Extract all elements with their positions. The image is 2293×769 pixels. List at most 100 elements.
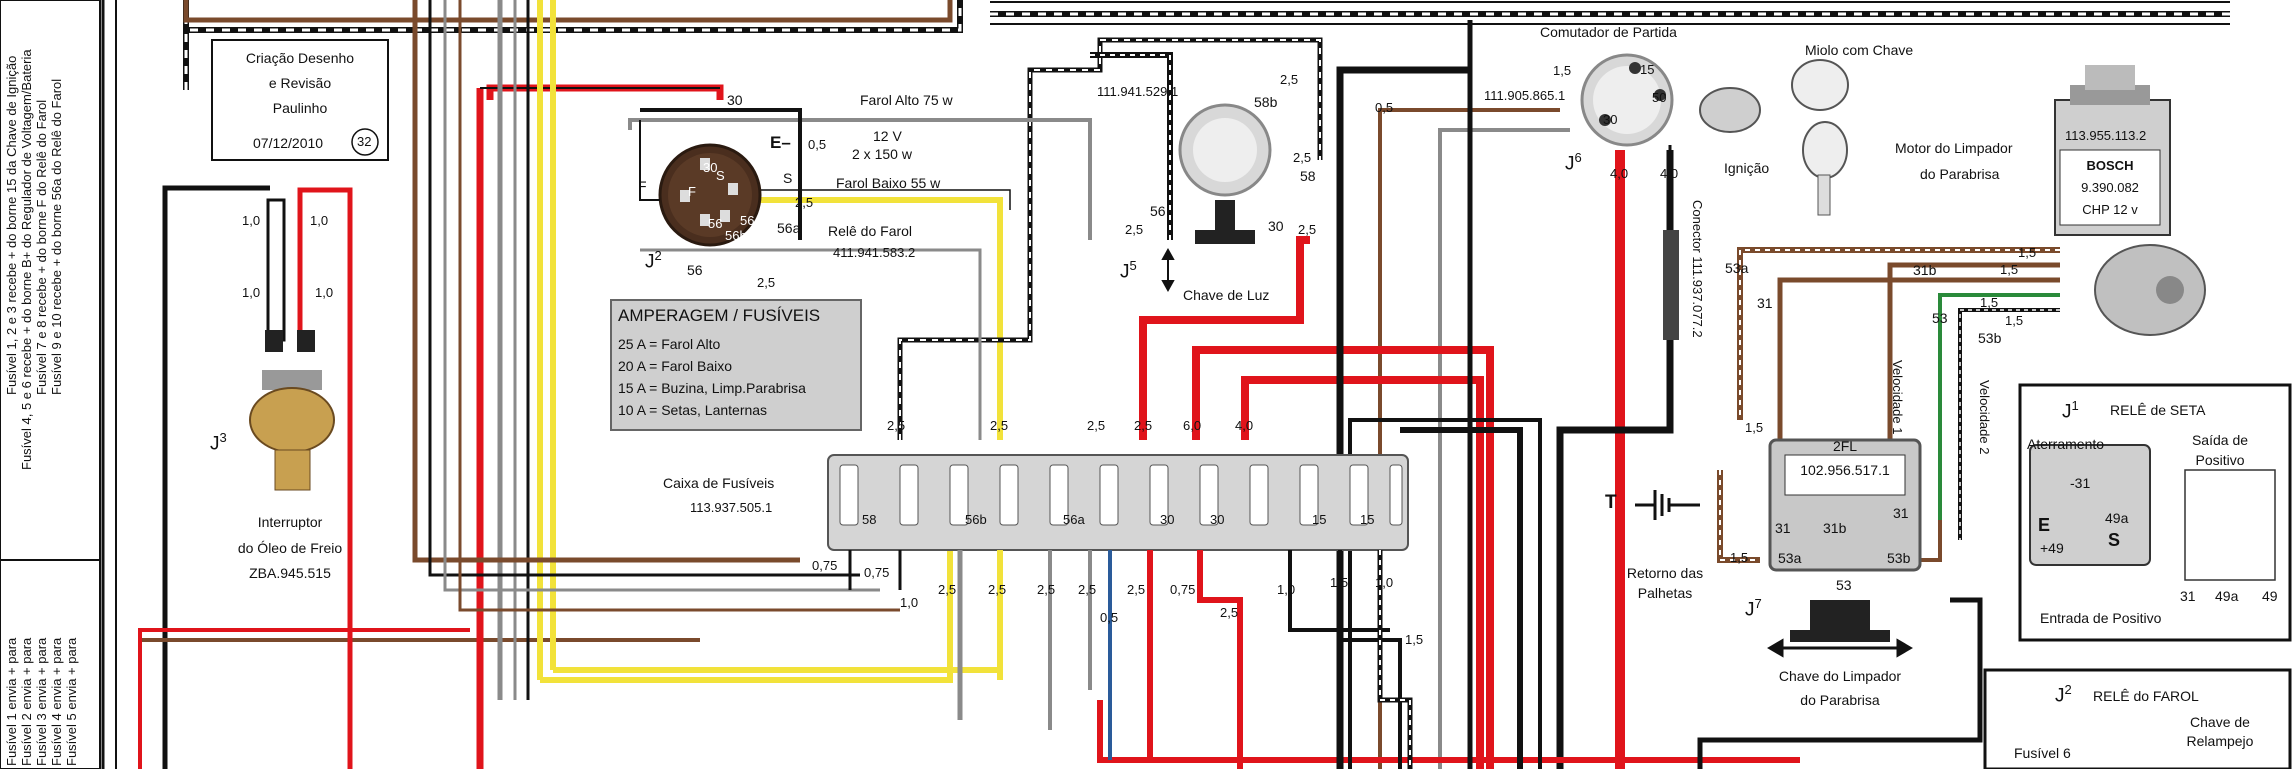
rele-limp-pin: 53b bbox=[1887, 550, 1911, 566]
margin-lower-3: Fusível 3 envia + para bbox=[34, 637, 49, 766]
seta-pin: E bbox=[2038, 515, 2051, 535]
chave-luz-gauge: 2,5 bbox=[1293, 150, 1312, 165]
comutador-code: 111.905.865.1 bbox=[1484, 88, 1566, 103]
rele-limp-j: J7 bbox=[1745, 596, 1762, 621]
chave-luz-code: 111.941.529.1 bbox=[1097, 84, 1179, 99]
chave-limp-1: Chave do Limpador bbox=[1778, 668, 1902, 684]
interruptor-code: ZBA.945.515 bbox=[249, 565, 331, 581]
comutador-gauge: 4,0 bbox=[1660, 166, 1679, 181]
gauge: 2,5 bbox=[795, 195, 814, 210]
margin-line-2: Fusível 4, 5 e 6 recebe + do borne B+ do… bbox=[19, 49, 34, 470]
comutador-pin: 50 bbox=[1652, 90, 1667, 105]
fuse-bottom-gauge: 1,5 bbox=[1405, 632, 1424, 647]
seta-saida-1: Saída de bbox=[2191, 432, 2249, 448]
credits-line1: Criação Desenho bbox=[245, 50, 355, 66]
farol-wires bbox=[639, 52, 1173, 240]
seta-title: RELÊ de SETA bbox=[2110, 402, 2206, 418]
chave-luz-j: J5 bbox=[1120, 258, 1137, 283]
seta-terminal: 31 bbox=[2180, 588, 2196, 604]
comutador-gauge: 4,0 bbox=[1610, 166, 1629, 181]
fuse-bottom-gauge: 0,75 bbox=[812, 558, 838, 573]
credits-date: 07/12/2010 bbox=[253, 135, 324, 151]
motor-gauge: 1,5 bbox=[2000, 262, 2019, 277]
retorno-1: Retorno das bbox=[1626, 565, 1704, 581]
seta-pin: +49 bbox=[2040, 540, 2064, 556]
wire-fusebox-bottom bbox=[848, 550, 1413, 769]
fuse-label: 58 bbox=[862, 512, 877, 527]
farol-box-chave-1: Chave de bbox=[2190, 714, 2250, 730]
fuse-top-gauge: 4,0 bbox=[1235, 418, 1254, 433]
farol-baixo: Farol Baixo 55 w bbox=[836, 175, 941, 191]
seta-j: J1 bbox=[2062, 398, 2079, 423]
seta-pin: 49a bbox=[2105, 510, 2129, 526]
wire-bundle-left bbox=[101, 0, 963, 769]
fuse-top-gauge: 2,5 bbox=[1134, 418, 1153, 433]
farol-j: J2 bbox=[645, 248, 662, 273]
fuse-top-gauge: 6,0 bbox=[1183, 418, 1202, 433]
gauge: 2,5 bbox=[757, 275, 776, 290]
wire-f-label: F bbox=[638, 178, 647, 194]
margin-lower-4: Fusível 4 envia + para bbox=[49, 637, 64, 766]
wire-red-main bbox=[476, 84, 724, 769]
fuse-bottom-gauge: 1,0 bbox=[1375, 575, 1394, 590]
fuse-top-gauge: 2,5 bbox=[1087, 418, 1106, 433]
fusebox-name: Caixa de Fusíveis bbox=[663, 475, 775, 491]
fuse-bottom-gauge: 1,0 bbox=[900, 595, 919, 610]
farol-volt: 12 V bbox=[873, 128, 902, 144]
rele-limp-pin: 31b bbox=[1823, 520, 1847, 536]
fuse-label: 56a bbox=[1063, 512, 1085, 527]
seta-pin: S bbox=[2108, 530, 2121, 550]
fuse-bottom-gauge: 1,0 bbox=[1277, 582, 1296, 597]
fuse-label: 56b bbox=[965, 512, 987, 527]
motor-code2: 9.390.082 bbox=[2081, 180, 2139, 195]
chave-luz-pin: 30 bbox=[1268, 218, 1284, 234]
credits-line2: e Revisão bbox=[268, 75, 332, 91]
motor-spec: CHP 12 v bbox=[2082, 202, 2138, 217]
amperagem-item: 10 A = Setas, Lanternas bbox=[618, 402, 768, 418]
chave-luz-pin: 58b bbox=[1254, 94, 1278, 110]
rele-farol-box bbox=[1983, 668, 2292, 769]
motor-pin: 31b bbox=[1913, 262, 1937, 278]
comutador-j: J6 bbox=[1565, 150, 1582, 175]
farol-box-title: RELÊ do FAROL bbox=[2093, 688, 2199, 704]
key-icon bbox=[1699, 59, 1849, 216]
rele-limp-gauge: 1,5 bbox=[1745, 420, 1764, 435]
wire-56a-label: 56a bbox=[777, 220, 801, 236]
fuse-bottom-gauge: 0,75 bbox=[1170, 582, 1196, 597]
chave-luz-pin: 56 bbox=[1150, 203, 1166, 219]
fuse-bottom-gauge: 0,5 bbox=[1100, 610, 1119, 625]
margin-line-3: Fusível 7 e 8 recebe + do borne F do Rel… bbox=[34, 99, 49, 395]
rele-limp-pin: 31 bbox=[1893, 505, 1909, 521]
fuse-label: 30 bbox=[1160, 512, 1175, 527]
chave-limp-2: do Parabrisa bbox=[1800, 692, 1880, 708]
farol-box-chave-2: Relampejo bbox=[2186, 733, 2254, 749]
credits-line3: Paulinho bbox=[272, 100, 328, 116]
farol-pin: F bbox=[688, 184, 696, 199]
fuse-bottom-gauge: 2,5 bbox=[1037, 582, 1056, 597]
arrow-lr-icon bbox=[1767, 638, 1913, 658]
motor-gauge: 1,5 bbox=[1980, 295, 1999, 310]
retorno-2: Palhetas bbox=[1637, 585, 1693, 601]
motor-pin: 53 bbox=[1932, 310, 1948, 326]
motor-limpador bbox=[2054, 65, 2206, 336]
motor-brand: BOSCH bbox=[2086, 158, 2134, 173]
vel2-label: Velocidade 2 bbox=[1977, 380, 1992, 455]
wire-wiper bbox=[1697, 247, 2060, 769]
seta-pin: -31 bbox=[2070, 475, 2091, 491]
motor-title-1: Motor do Limpador bbox=[1895, 140, 2013, 156]
amperagem-item: 25 A = Farol Alto bbox=[618, 336, 721, 352]
rele-limp-code: 102.956.517.1 bbox=[1800, 462, 1890, 478]
fusebox-code: 113.937.505.1 bbox=[690, 500, 773, 515]
motor-gauge: 1,5 bbox=[2018, 245, 2037, 260]
ground-icon bbox=[1635, 490, 1700, 520]
farol-pin: 56b bbox=[725, 228, 747, 243]
chave-luz-pin: 58 bbox=[1300, 168, 1316, 184]
rele-limp-pin: 31 bbox=[1775, 520, 1791, 536]
comutador-gauge: 1,5 bbox=[1553, 63, 1572, 78]
rele-farol-name: Relê do Farol bbox=[828, 223, 913, 239]
seta-aterramento: Aterramento bbox=[2027, 436, 2105, 452]
farol-pin: 56a bbox=[740, 213, 762, 228]
amperagem-item: 20 A = Farol Baixo bbox=[618, 358, 733, 374]
gauge: 1,0 bbox=[315, 285, 334, 300]
